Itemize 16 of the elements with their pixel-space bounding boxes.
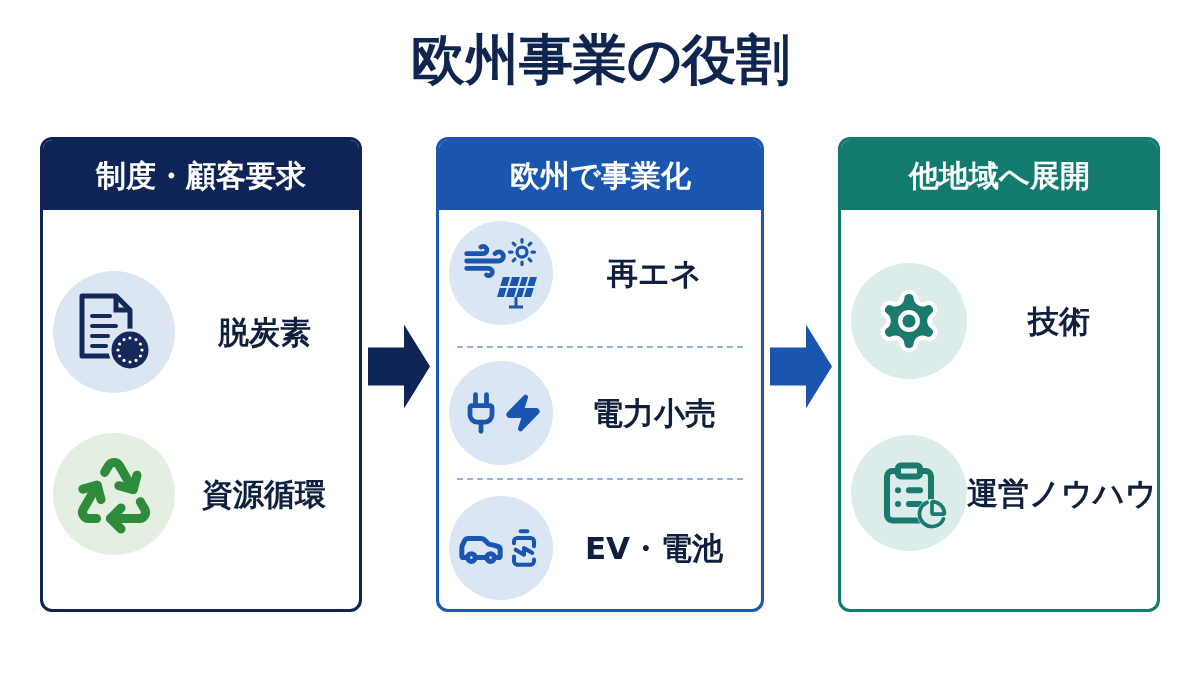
panel	[436, 137, 764, 612]
item-label: 資源循環	[202, 474, 326, 514]
panel	[40, 137, 362, 612]
block-arrow	[770, 324, 832, 409]
panel	[838, 137, 1160, 612]
title: 欧州事業の役割	[409, 27, 791, 93]
item-label: 技術	[1028, 301, 1090, 341]
item-label: 運営ノウハウ	[967, 473, 1157, 513]
panel-heading: 他地域へ展開	[908, 156, 1090, 195]
item-label: 脱炭素	[217, 312, 311, 352]
panel-heading: 欧州で事業化	[509, 156, 691, 195]
block-arrow	[368, 324, 430, 409]
panel-heading: 制度・顧客要求	[96, 156, 306, 195]
item-label: 電力小売	[592, 393, 716, 433]
item-label: EV・電池	[584, 528, 724, 568]
item-label: 再エネ	[606, 253, 702, 293]
